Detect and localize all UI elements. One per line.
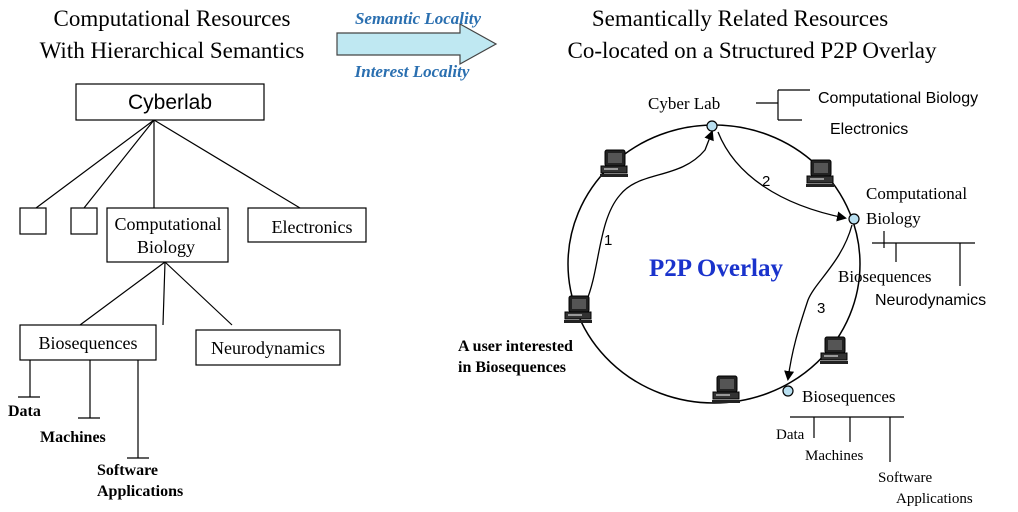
locality-arrow: Semantic Locality Interest Locality: [336, 9, 498, 81]
computer-icon: [563, 295, 593, 324]
neurodynamics-label: Neurodynamics: [211, 338, 325, 358]
overlay-compbio-child: Computational Biology: [818, 90, 978, 107]
biosequences-subtree: [790, 416, 904, 462]
biosequences-node: [782, 385, 794, 397]
route-arrow-1: [585, 130, 714, 303]
cyberlab-node: [706, 120, 718, 132]
left-header-line1: Computational Resources: [54, 6, 291, 31]
overlay-biosequences-child: Biosequences: [838, 267, 931, 286]
cyberlab-box: [75, 83, 265, 121]
step-2-label: 2: [762, 173, 770, 190]
p2p-overlay: 1 2 3 P2P Overlay Cyber Lab Computationa…: [458, 89, 986, 507]
overlay-machines-child: Machines: [805, 448, 863, 464]
overlay-software-child-1: Software: [878, 470, 932, 486]
overlay-biosequences-label: Biosequences: [802, 387, 895, 406]
hierarchy-tree: [18, 83, 367, 459]
step-3-label: 3: [817, 300, 825, 317]
cyberlab-bracket: [756, 89, 810, 121]
software-label-1: Software: [97, 462, 158, 479]
cyberlab-label: Cyberlab: [128, 91, 212, 114]
computer-icon: [599, 149, 629, 178]
route-arrow-2: [717, 131, 847, 222]
interest-locality-label: Interest Locality: [354, 62, 470, 81]
compbio-box: [106, 207, 229, 263]
user-label-1: A user interested: [458, 338, 573, 355]
empty-box-1: [19, 207, 47, 235]
software-label-2: Applications: [97, 483, 183, 500]
computer-icon: [805, 159, 835, 188]
biosequences-box: [19, 324, 157, 361]
overlay-title: P2P Overlay: [649, 255, 783, 282]
electronics-box: [247, 207, 367, 243]
overlay-neurodynamics-child: Neurodynamics: [875, 292, 986, 309]
compbio-subtree: [872, 231, 975, 286]
overlay-electronics-child: Electronics: [830, 121, 908, 138]
semantic-locality-label: Semantic Locality: [355, 9, 482, 28]
computer-icon: [711, 375, 741, 404]
right-header-line2: Co-located on a Structured P2P Overlay: [568, 38, 937, 63]
left-header-line2: With Hierarchical Semantics: [40, 38, 305, 63]
overlay-data-child: Data: [776, 427, 805, 443]
empty-box-2: [70, 207, 98, 235]
right-header: Semantically Related Resources Co-locate…: [568, 6, 937, 63]
arrow-right-icon: [336, 22, 498, 66]
biosequences-label: Biosequences: [39, 333, 138, 353]
hierarchy-tree-labels: Cyberlab Computational Biology Electroni…: [8, 91, 352, 500]
user-label-2: in Biosequences: [458, 359, 566, 376]
data-label: Data: [8, 403, 41, 420]
overlay-compbio-label-2: Biology: [866, 209, 921, 228]
machines-label: Machines: [40, 429, 106, 446]
left-header: Computational Resources With Hierarchica…: [40, 6, 305, 63]
electronics-label: Electronics: [272, 217, 353, 237]
right-header-line1: Semantically Related Resources: [592, 6, 888, 31]
compbio-label-2: Biology: [137, 237, 195, 257]
overlay-software-child-2: Applications: [896, 491, 973, 507]
computer-icon: [819, 336, 849, 365]
compbio-node: [848, 213, 860, 225]
route-arrow-3: [784, 224, 853, 381]
overlay-cyberlab-label: Cyber Lab: [648, 94, 720, 113]
compbio-label-1: Computational: [115, 214, 222, 234]
overlay-compbio-label-1: Computational: [866, 184, 967, 203]
neurodynamics-box: [195, 329, 341, 366]
step-1-label: 1: [604, 232, 612, 249]
